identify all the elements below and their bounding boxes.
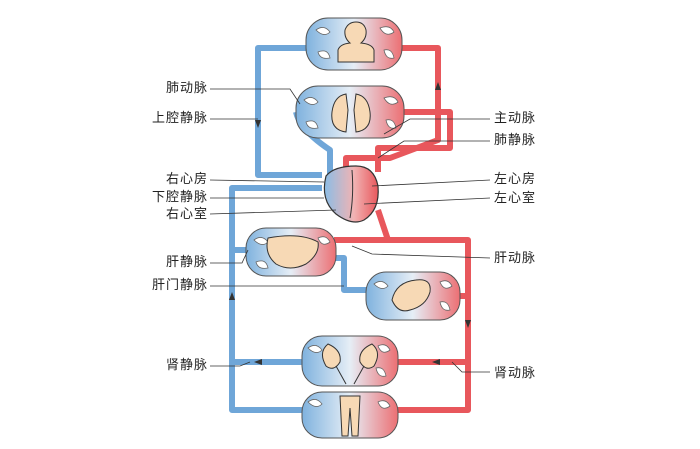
kidney-capillary-bed <box>301 335 399 387</box>
hepatic-portal-vein-path <box>334 255 370 293</box>
digestive-capillary-bed <box>365 271 461 321</box>
label-hepatic-portal-vein: 肝门静脉 <box>151 278 208 293</box>
arrow-renal-artery <box>432 359 440 365</box>
aorta-descending-path <box>375 209 471 413</box>
head-silhouette-icon <box>337 21 375 63</box>
arterial-vessels <box>334 45 471 413</box>
label-pulmonary-vein: 肺静脉 <box>494 133 537 148</box>
heart-septum <box>349 169 354 219</box>
label-pulmonary-artery: 肺动脉 <box>165 81 208 96</box>
heart-shape <box>323 165 379 223</box>
label-superior-vena-cava: 上腔静脉 <box>151 111 208 126</box>
liver-icon <box>266 235 319 269</box>
leader-lines <box>209 88 491 373</box>
flow-arrows <box>229 82 471 365</box>
superior-vena-cava-path <box>255 45 322 178</box>
label-left-atrium: 左心房 <box>494 172 537 187</box>
label-hepatic-artery: 肝动脉 <box>494 251 537 266</box>
arrow-ivc <box>229 292 235 300</box>
label-renal-vein: 肾静脉 <box>165 358 208 373</box>
label-aorta: 主动脉 <box>494 111 537 126</box>
lungs-icon <box>331 93 371 133</box>
arrow-desc-aorta <box>465 320 471 328</box>
label-inferior-vena-cava: 下腔静脉 <box>151 190 208 205</box>
liver-capillary-bed <box>245 227 337 277</box>
arrow-svc <box>255 120 261 128</box>
legs-icon <box>339 395 361 437</box>
kidneys-icon <box>322 343 378 369</box>
lower-body-capillary-bed <box>301 391 399 439</box>
arrow-renal-vein <box>254 359 262 365</box>
label-right-atrium: 右心房 <box>165 172 208 187</box>
ureters <box>335 365 365 385</box>
heart <box>323 165 379 223</box>
label-renal-artery: 肾动脉 <box>494 366 537 381</box>
label-hepatic-vein: 肝静脉 <box>165 255 208 270</box>
label-right-ventricle: 右心室 <box>165 207 208 222</box>
lung-capillary-bed <box>295 85 405 139</box>
arrow-aorta <box>435 82 441 90</box>
pulmonary-vein-path <box>375 109 453 172</box>
stomach-icon <box>391 279 431 312</box>
label-left-ventricle: 左心室 <box>494 191 537 206</box>
upper-body-capillary-bed <box>305 17 403 71</box>
